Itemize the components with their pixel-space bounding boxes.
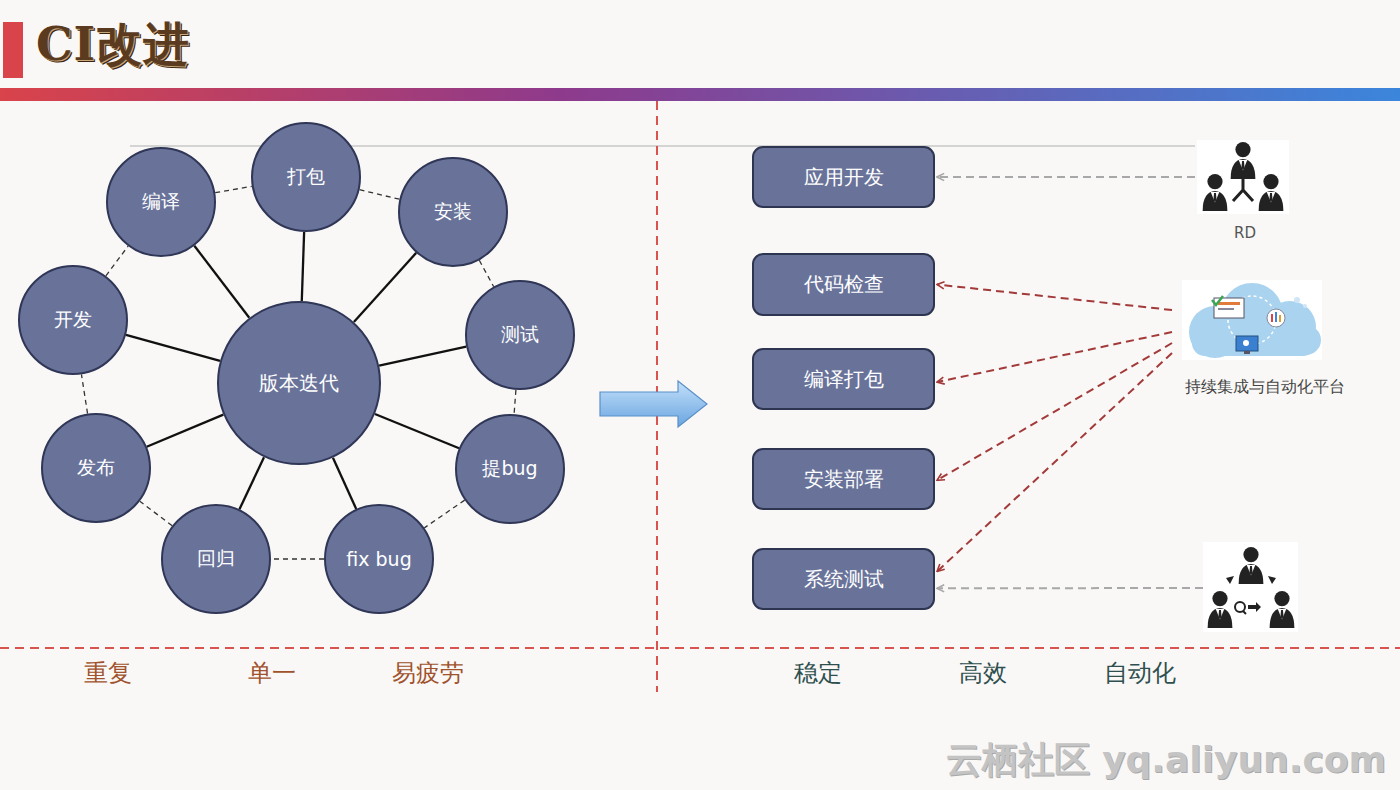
dashed-arrow	[937, 285, 1172, 311]
icon-label: RD	[1234, 224, 1256, 242]
cloud-icon	[1182, 280, 1322, 360]
summary-label: 高效	[959, 657, 1007, 689]
connector-line	[424, 500, 464, 528]
summary-label: 重复	[84, 657, 132, 689]
process-circle: 发布	[41, 413, 151, 523]
node-label: 发布	[77, 455, 115, 481]
node-label: 开发	[54, 307, 92, 333]
process-circle: 安装	[398, 157, 508, 267]
connector-line	[360, 190, 400, 200]
node-label: 安装部署	[804, 466, 884, 493]
actor-icon: 持续集成与自动化平台	[1172, 280, 1358, 398]
connector-line	[302, 232, 304, 301]
circle-shape	[42, 414, 150, 522]
connector-line	[333, 458, 356, 509]
gradient-bar	[0, 88, 1400, 101]
actor-icon	[1203, 545, 1298, 631]
title-marker	[3, 22, 23, 78]
circle-shape	[399, 158, 507, 266]
process-circle: 提bug	[455, 414, 565, 524]
connector-line	[239, 457, 264, 509]
dashed-arrow	[937, 353, 1172, 572]
process-circle: 打包	[251, 122, 361, 232]
connector-line	[379, 347, 466, 366]
dashed-arrow	[937, 343, 1172, 480]
connector-line	[479, 260, 493, 286]
process-circle: 回归	[161, 504, 271, 614]
process-box: 系统测试	[752, 548, 935, 610]
circle-shape	[456, 415, 564, 523]
process-box: 应用开发	[752, 146, 935, 208]
rd-icon	[1197, 140, 1289, 214]
circle-shape	[162, 505, 270, 613]
node-label: 打包	[287, 164, 325, 190]
divider-horizontal	[0, 647, 1400, 649]
node-label: 编译	[142, 189, 180, 215]
node-label: 安装	[434, 199, 472, 225]
process-box: 代码检查	[752, 253, 935, 316]
summary-label: 单一	[248, 657, 296, 689]
dashed-arrow	[937, 332, 1172, 382]
circle-shape	[19, 266, 127, 374]
summary-label: 稳定	[794, 657, 842, 689]
process-circle: 编译	[106, 147, 216, 257]
connector-line	[126, 335, 220, 361]
node-label: 测试	[501, 322, 539, 348]
connector-line	[140, 501, 172, 526]
circle-shape	[218, 302, 380, 464]
circle-shape	[107, 148, 215, 256]
process-box: 安装部署	[752, 448, 935, 510]
dashed-arrow	[937, 587, 1203, 589]
node-label: 应用开发	[804, 164, 884, 191]
icon-label: 持续集成与自动化平台	[1185, 377, 1345, 398]
summary-label: 自动化	[1104, 657, 1176, 689]
transition-arrow	[600, 381, 707, 427]
summary-label: 易疲劳	[392, 657, 464, 689]
slide-title: CI改进	[36, 14, 190, 76]
node-label: 代码检查	[804, 271, 884, 298]
connector-line	[194, 246, 249, 318]
circle-shape	[325, 505, 433, 613]
dashed-arrow	[937, 176, 1195, 178]
node-label: 提bug	[482, 456, 537, 482]
watermark: 云栖社区 yq.aliyun.com	[946, 736, 1386, 785]
connector-line	[271, 558, 324, 559]
connector-line	[106, 246, 128, 276]
process-circle: fix bug	[324, 504, 434, 614]
process-box: 编译打包	[752, 348, 935, 410]
process-circle: 测试	[465, 280, 575, 390]
connector-line	[354, 253, 416, 322]
node-label: 版本迭代	[259, 370, 339, 397]
process-circle: 版本迭代	[217, 301, 381, 465]
node-label: 系统测试	[804, 566, 884, 593]
node-label: 编译打包	[804, 366, 884, 393]
node-label: fix bug	[346, 548, 411, 570]
connector-line	[147, 415, 224, 447]
connector-line	[215, 186, 252, 192]
connector-line	[81, 374, 87, 413]
qa-icon	[1203, 542, 1298, 632]
process-circle: 开发	[18, 265, 128, 375]
connector-line	[375, 414, 459, 448]
actor-icon: RD	[1195, 138, 1295, 242]
node-label: 回归	[197, 546, 235, 572]
circle-shape	[252, 123, 360, 231]
connector-line	[514, 390, 516, 414]
circle-shape	[466, 281, 574, 389]
